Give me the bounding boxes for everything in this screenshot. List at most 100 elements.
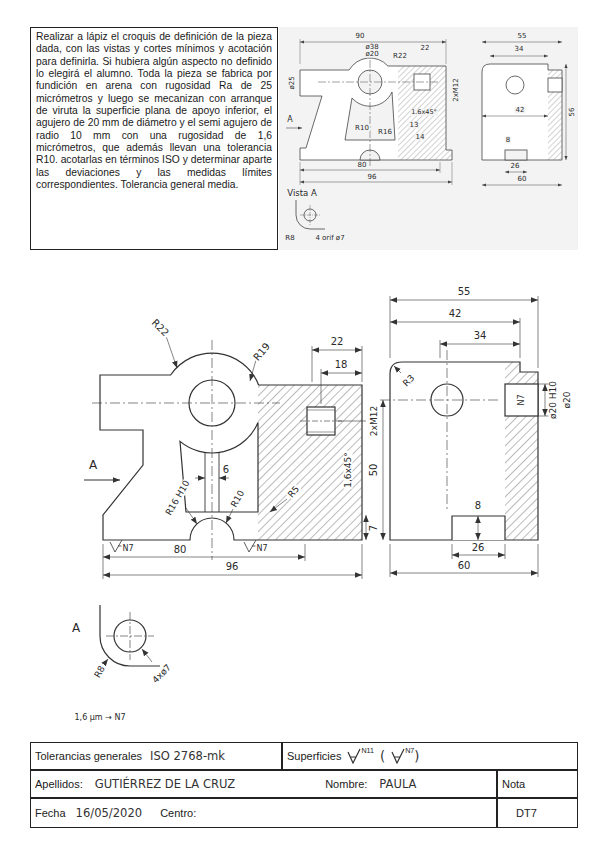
title-block-text: DT7 — [516, 807, 537, 819]
reference-dimension: R10 — [354, 125, 370, 132]
title-block-text: N11 — [361, 747, 374, 755]
drawing-line — [482, 42, 562, 43]
drawing-line — [300, 182, 452, 183]
drawing-line — [84, 480, 120, 481]
drawing-line — [452, 544, 453, 559]
front-view — [84, 336, 383, 579]
drawing-line — [520, 318, 521, 358]
drawing-line — [130, 612, 131, 660]
view-a — [100, 605, 160, 666]
drawing-line — [390, 544, 391, 577]
title-block-text: Apellidos: — [35, 778, 83, 790]
sketch-dimension: 96 — [225, 562, 240, 572]
drawing-line — [538, 416, 549, 417]
drawing-line — [505, 172, 527, 173]
side-view — [380, 296, 549, 577]
title-block-text: GUTIÉRREZ DE LA CRUZ — [95, 777, 235, 791]
reference-dimension: 26 — [510, 163, 521, 170]
sketch-dimension: 7 — [369, 524, 379, 532]
sketch-dimension: 34 — [473, 331, 488, 341]
drawing-line — [300, 162, 301, 185]
title-cell: Nota — [497, 770, 578, 798]
drawing-line — [103, 544, 104, 579]
drawing-line — [307, 432, 335, 433]
sketch-dimension: N7 — [518, 393, 526, 406]
drawing-line — [286, 128, 302, 129]
surface-finish-stroke — [392, 749, 404, 763]
drawing-path — [296, 200, 325, 229]
sketch-dimension: R22 — [149, 317, 171, 339]
drawing-path — [258, 385, 362, 540]
reference-dimension: R16 — [377, 129, 393, 136]
drawing-line — [447, 350, 448, 512]
sketch-dimension: R3 — [401, 373, 417, 389]
title-cell: DT7 — [497, 798, 578, 828]
drawing-rect — [279, 27, 578, 250]
drawing-path — [452, 516, 505, 540]
title-block-text: N7 — [405, 747, 414, 755]
drawing-path — [300, 58, 452, 160]
title-block-text: ( — [380, 749, 385, 764]
title-block-text: ISO 2768-mk — [150, 749, 225, 763]
reference-dimension: 96 — [367, 174, 378, 181]
sketch-dimension: 55 — [457, 287, 472, 297]
drawing-line — [390, 573, 538, 574]
drawing-path — [398, 66, 452, 160]
title-cell: Fecha16/05/2020Centro: — [30, 798, 497, 828]
drawing-line — [195, 478, 205, 479]
drawing-line — [390, 322, 520, 323]
drawing-line — [566, 64, 567, 160]
drawing-line — [380, 400, 500, 401]
sketch-dimension: 26 — [471, 543, 486, 553]
drawing-line — [300, 170, 440, 171]
drawing-line — [505, 544, 506, 559]
drawing-line — [212, 340, 213, 560]
drawing-line — [446, 39, 447, 64]
title-block-text: PAULA — [379, 777, 416, 791]
drawing-line — [312, 346, 313, 382]
drawing-line — [394, 366, 401, 373]
sketch-dimension: R19 — [251, 340, 273, 363]
drawing-line — [383, 400, 384, 540]
sketch-dimension: 1,6 µm → N7 — [73, 714, 126, 722]
drawing-line — [219, 453, 220, 513]
reference-dimension: 14 — [415, 134, 426, 141]
drawing-line — [338, 421, 366, 422]
reference-dimension: R22 — [392, 53, 408, 60]
reference-dimension: 2xM12 — [453, 77, 460, 103]
sketch-dimension: 18 — [334, 360, 349, 370]
sketch-dimension: N7 — [121, 545, 134, 553]
drawing-line — [205, 453, 206, 513]
drawing-line — [390, 296, 391, 358]
sketch-dimension: R10 — [229, 488, 247, 510]
drawing-line — [490, 56, 548, 57]
reference-dimension: 13 — [409, 122, 420, 129]
sketch-dimension: 42 — [448, 309, 463, 319]
drawing-rect — [548, 78, 562, 92]
title-block-text: Fecha — [35, 807, 66, 819]
drawing-line — [103, 575, 362, 576]
instruction-text: Realizar a lápiz el croquis de definició… — [36, 31, 272, 190]
drawing-path — [505, 362, 538, 540]
title-cell: Apellidos:GUTIÉRREZ DE LA CRUZNombre:PAU… — [30, 770, 497, 798]
reference-dimension: 56 — [569, 107, 576, 118]
title-cell: Tolerancias generalesISO 2768-mk — [30, 742, 282, 770]
sketch-dimension: 80 — [173, 545, 188, 555]
drawing-rect — [505, 384, 538, 416]
sketch-dimension: 22 — [330, 337, 345, 347]
sketch-dimension: 1,6x45° — [344, 451, 353, 489]
drawing-line — [300, 42, 446, 43]
drawing-line — [166, 336, 177, 368]
drawing-line — [452, 162, 453, 185]
sketch-dimension: A — [71, 622, 81, 634]
reference-dimension: ø20 — [364, 51, 379, 58]
reference-dimension: A — [286, 116, 293, 124]
drawing-line — [219, 478, 229, 479]
drawing-line — [318, 82, 440, 83]
drawing-path — [548, 70, 562, 160]
drawing-line — [226, 509, 233, 523]
drawing-path — [180, 423, 258, 512]
drawing-line — [186, 508, 197, 524]
drawing-line — [440, 162, 441, 173]
drawing-line — [142, 649, 152, 662]
